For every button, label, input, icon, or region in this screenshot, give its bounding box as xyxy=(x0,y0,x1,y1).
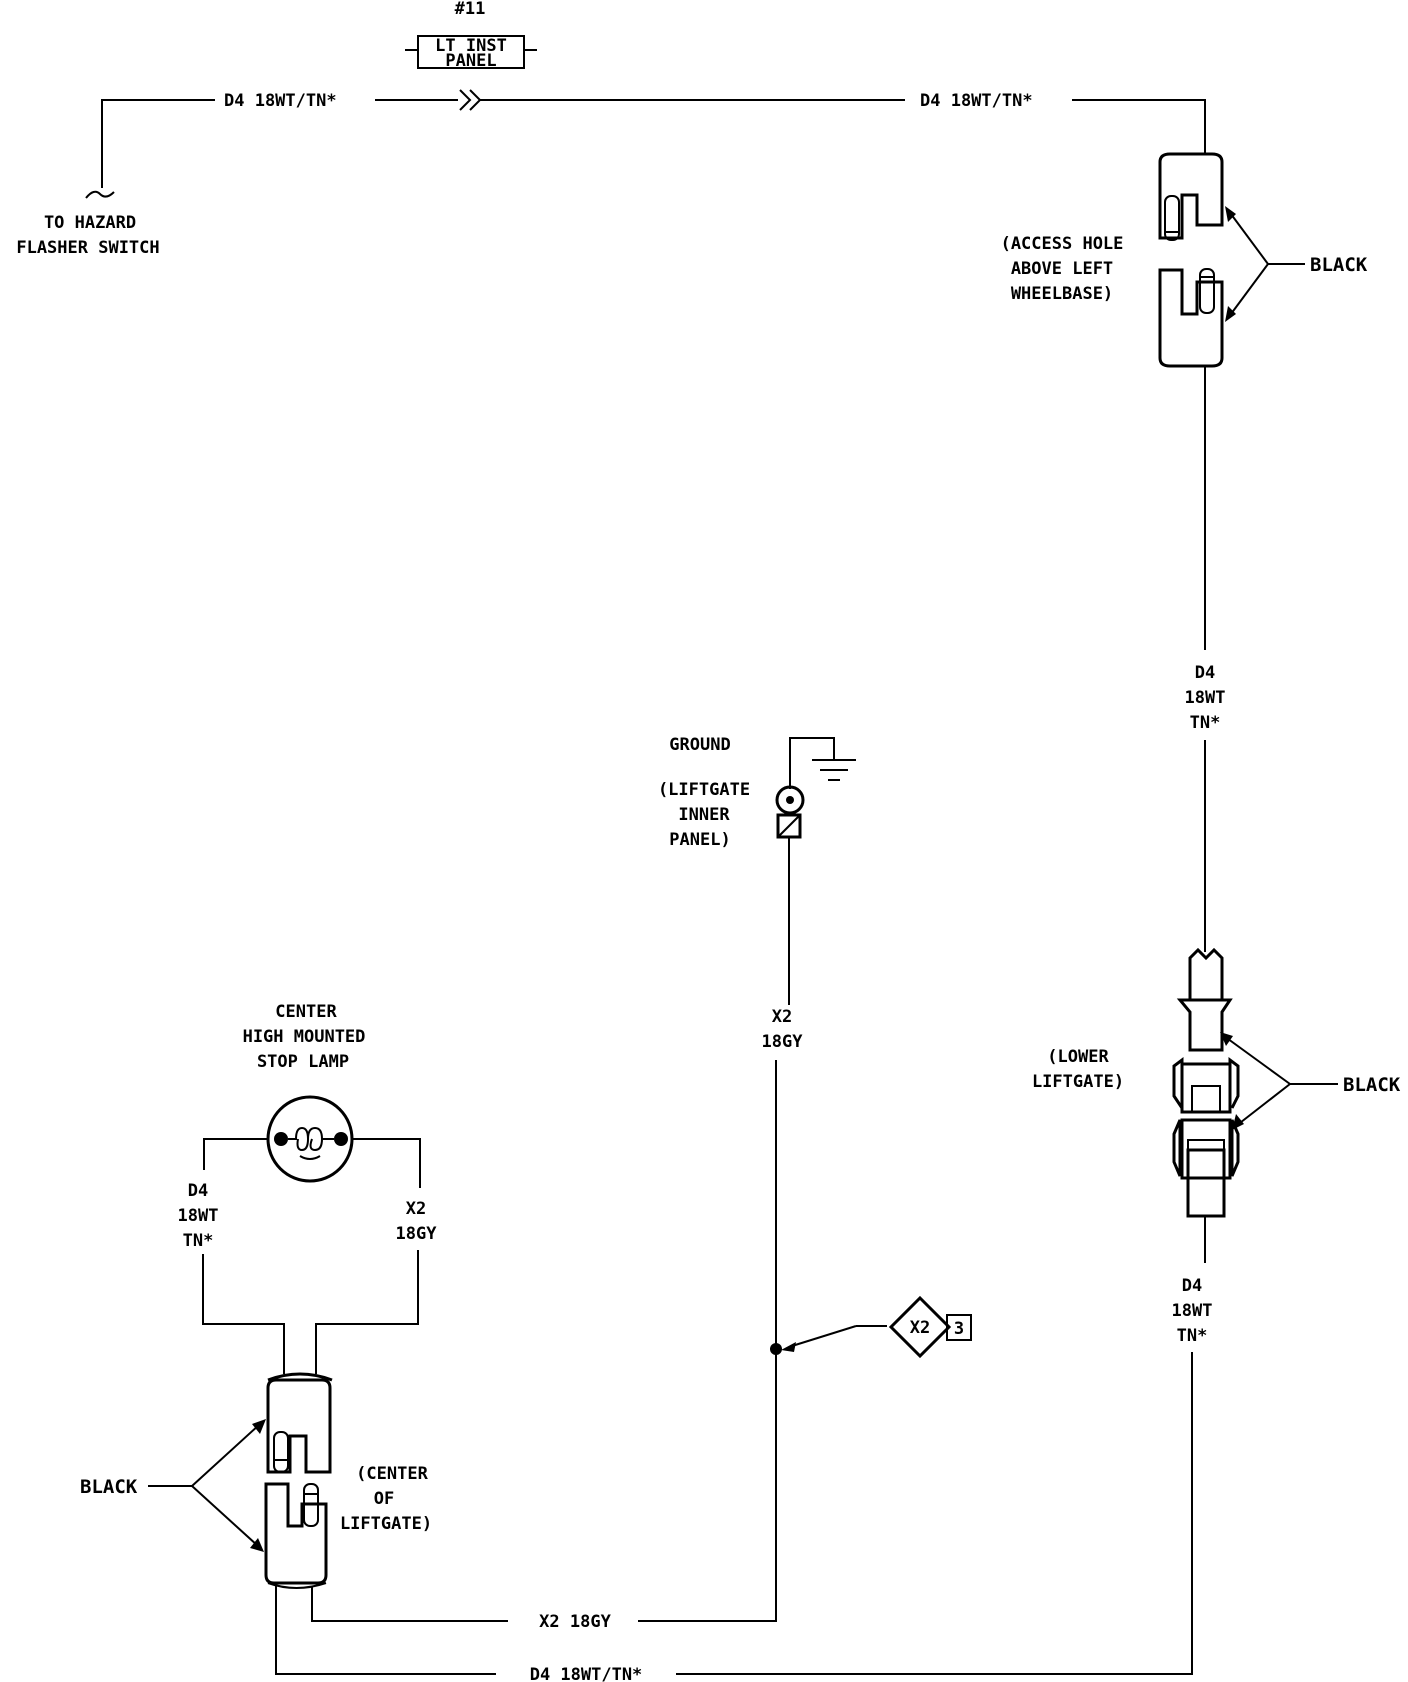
right-wire: D4 18WT TN* xyxy=(1185,366,1226,952)
lamp-right-wire-line1: X2 xyxy=(406,1199,426,1219)
callout-arrowhead-icon xyxy=(252,1419,266,1434)
right-wire-lower-line2: 18WT xyxy=(1172,1301,1213,1321)
lower-liftgate-color-label: BLACK xyxy=(1343,1074,1401,1096)
lower-liftgate-line1: (LOWER xyxy=(1047,1047,1109,1067)
right-wire-upper-line3: TN* xyxy=(1190,713,1221,733)
lower-liftgate-line2: LIFTGATE) xyxy=(1032,1072,1124,1092)
callout-arrowhead-icon xyxy=(1220,1032,1233,1046)
top-wire-left-label: D4 18WT/TN* xyxy=(224,91,337,111)
ground-symbol-icon xyxy=(812,759,856,781)
top-wire-right-label: D4 18WT/TN* xyxy=(920,91,1033,111)
lamp-title-line2: HIGH MOUNTED xyxy=(243,1027,366,1047)
splice-page-label: 3 xyxy=(954,1319,964,1339)
lower-liftgate-connector: (LOWER LIFTGATE) BLACK xyxy=(1032,947,1401,1218)
wire-break-icon xyxy=(85,190,115,199)
access-hole-connector: (ACCESS HOLE ABOVE LEFT WHEELBASE) BLACK xyxy=(1001,152,1368,368)
splice-reference: X2 3 xyxy=(770,1295,972,1359)
center-location-line2: OF xyxy=(374,1489,394,1509)
right-wire-upper-line2: 18WT xyxy=(1185,688,1226,708)
right-wire-lower-line1: D4 xyxy=(1182,1276,1202,1296)
right-wire-lower-line3: TN* xyxy=(1177,1326,1208,1346)
x2-mid-line1: X2 xyxy=(772,1007,792,1027)
ground-location-line3: PANEL) xyxy=(669,830,730,850)
ground-location-line1: (LIFTGATE xyxy=(658,780,750,800)
ground-location-line2: INNER xyxy=(678,805,730,825)
lamp-left-wire-line2: 18WT xyxy=(178,1206,219,1226)
bottom-x2-label: X2 18GY xyxy=(539,1612,611,1632)
access-hole-line2: ABOVE LEFT xyxy=(1011,259,1113,279)
right-lower-wire: D4 18WT TN* xyxy=(676,1216,1213,1675)
callout-arrowhead-icon xyxy=(1232,1114,1244,1130)
center-location-line3: LIFTGATE) xyxy=(340,1514,432,1534)
center-color-label: BLACK xyxy=(80,1476,138,1498)
center-location-line1: (CENTER xyxy=(356,1464,428,1484)
lamp-left-wire-line1: D4 xyxy=(188,1181,208,1201)
inst-panel-line1: LT INST xyxy=(435,36,507,56)
inst-panel-box: LT INST PANEL xyxy=(405,35,537,71)
lamp-left-wire-line3: TN* xyxy=(183,1231,214,1251)
splice-arrowhead-icon xyxy=(781,1342,796,1352)
stop-lamp-block: CENTER HIGH MOUNTED STOP LAMP D4 18WT TN… xyxy=(178,1002,438,1374)
callout-arrowhead-icon xyxy=(1225,306,1236,322)
top-circuit: #11 LT INST PANEL D4 18WT/TN* D4 18WT/TN… xyxy=(16,0,1206,258)
splice-circuit-label: X2 xyxy=(910,1318,930,1338)
inst-panel-line2: PANEL xyxy=(445,51,496,71)
lamp-title-line1: CENTER xyxy=(275,1002,337,1022)
lamp-title-line3: STOP LAMP xyxy=(257,1052,349,1072)
access-hole-line3: WHEELBASE) xyxy=(1011,284,1113,304)
right-wire-upper-line1: D4 xyxy=(1195,663,1215,683)
hazard-label-line1: TO HAZARD xyxy=(44,213,136,233)
lamp-right-wire-line2: 18GY xyxy=(396,1224,438,1244)
center-liftgate-connector: BLACK (CENTER OF LIFTGATE) xyxy=(80,1372,508,1675)
bottom-d4-label: D4 18WT/TN* xyxy=(530,1665,643,1682)
access-color-label: BLACK xyxy=(1310,254,1368,276)
callout-arrowhead-icon xyxy=(1225,206,1236,222)
ground-label: GROUND xyxy=(669,735,730,755)
hazard-label-line2: FLASHER SWITCH xyxy=(16,238,159,258)
ground-block: GROUND (LIFTGATE INNER PANEL) X2 18GY xyxy=(638,735,856,1622)
circuit-ref-label: #11 xyxy=(455,0,486,19)
lamp-bulb-icon xyxy=(266,1095,354,1183)
ring-terminal-icon xyxy=(775,785,805,839)
x2-mid-line2: 18GY xyxy=(762,1032,804,1052)
splice-dot xyxy=(770,1343,782,1355)
bottom-wires: X2 18GY D4 18WT/TN* xyxy=(530,1612,643,1682)
callout-arrowhead-icon xyxy=(250,1538,264,1552)
inline-connector-arrow-icon xyxy=(459,89,482,111)
access-hole-line1: (ACCESS HOLE xyxy=(1001,234,1124,254)
